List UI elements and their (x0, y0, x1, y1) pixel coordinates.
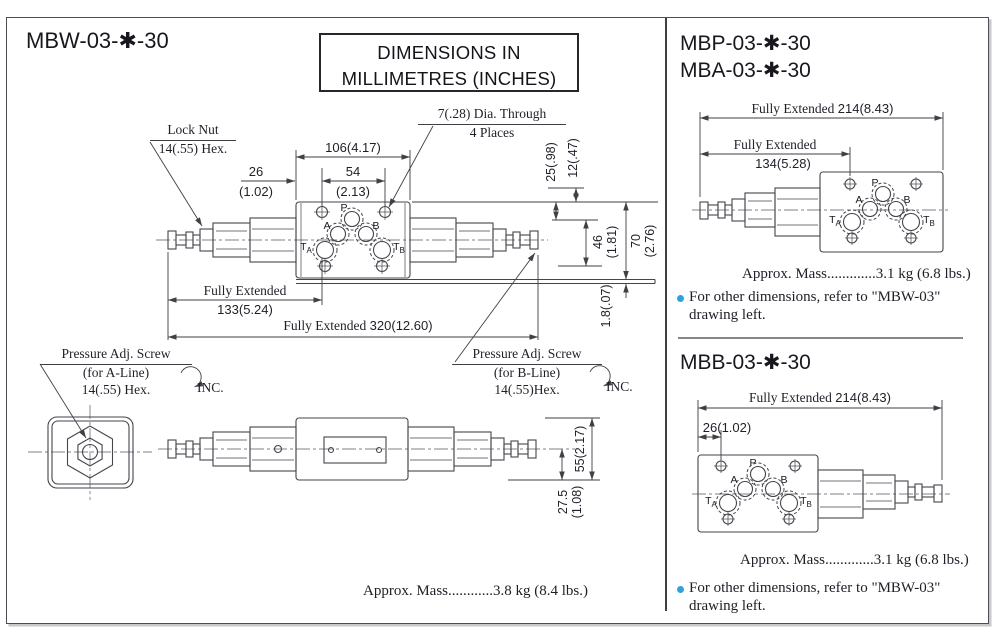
port-label-ta-mbb: TA (705, 495, 717, 509)
dim-27-5-in: (1.08) (570, 485, 584, 519)
dim-26-in: (1.02) (239, 184, 273, 199)
lock-nut-line2: 14(.55) Hex. (158, 140, 228, 156)
mass-note-mbp: Approx. Mass.............3.1 kg (6.8 lbs… (742, 266, 971, 282)
port-label-p-mbp: P (871, 177, 879, 189)
port-ta-sub-mbb: A (711, 500, 717, 510)
note-mbb-line2: drawing left. (689, 598, 766, 614)
port-tb-sub-mbb: B (806, 500, 812, 510)
mbp-drawing (692, 112, 948, 253)
dim-214-value-mbb: 214(8.43) (835, 390, 891, 405)
port-label-tb: TB (393, 241, 405, 255)
dia-through-callout: 7(.28) Dia. Through 4 Places (418, 106, 566, 142)
port-tb-sub-mbp: B (929, 219, 935, 229)
port-ta-t-mbp: T (829, 213, 836, 226)
dim-214-mbb: Fully Extended 214(8.43) (700, 390, 940, 406)
dim-320-value: 320(12.60) (369, 318, 433, 333)
dim-133: 133(5.24) (217, 302, 273, 317)
port-label-a: A (323, 220, 331, 232)
dim-134: 134(5.28) (755, 156, 811, 171)
lock-nut-line1: Lock Nut (150, 122, 236, 141)
dim-214-value-mbp: 214(8.43) (837, 101, 894, 116)
note-mbp-line2: drawing left. (689, 307, 766, 323)
units-note-box: DIMENSIONS IN MILLIMETRES (INCHES) (319, 33, 579, 92)
units-line2: MILLIMETRES (INCHES) (341, 68, 557, 90)
dim-27-5-mm: 27.5 (556, 489, 570, 515)
adj-a-line1: Pressure Adj. Screw (40, 346, 192, 365)
mbw-dimension-lines (39, 125, 658, 439)
column-divider (665, 18, 667, 611)
dim-26: 26 (248, 164, 264, 179)
mbb-drawing (692, 400, 950, 533)
mass-note-mbb: Approx. Mass.............3.1 kg (6.8 lbs… (740, 552, 969, 568)
port-label-p-mbb: P (749, 457, 757, 469)
inc-label-b: INC. (606, 379, 633, 394)
dia-line2: 4 Places (469, 124, 515, 140)
port-label-ta-mbp: TA (829, 214, 841, 228)
dim-70-mm: 70 (629, 234, 643, 248)
port-label-p: P (340, 202, 348, 214)
port-ta-sub-mbp: A (835, 219, 841, 229)
port-label-b-mbb: B (780, 474, 788, 486)
lock-nut-callout: Lock Nut 14(.55) Hex. (150, 122, 236, 158)
adj-b-line3: 14(.55)Hex. (494, 381, 560, 397)
model-title-mbp: MBP-03-✱-30 (680, 32, 811, 55)
adj-screw-a-callout: Pressure Adj. Screw (for A-Line) 14(.55)… (40, 346, 192, 399)
dim-1-8: 1.8(.07) (599, 284, 613, 328)
model-title-mbw: MBW-03-✱-30 (26, 28, 169, 53)
note-bullet-mbp (677, 295, 684, 302)
dim-54: 54 (345, 164, 361, 179)
dim-106: 106(4.17) (325, 140, 381, 155)
dim-214-mbp: Fully Extended 214(8.43) (705, 101, 940, 117)
note-mbb-line1: For other dimensions, refer to "MBW-03" (689, 580, 941, 596)
fully-extended-label-320: Fully Extended (283, 318, 367, 333)
dia-line1: 7(.28) Dia. Through (418, 106, 566, 125)
units-line1: DIMENSIONS IN (377, 42, 521, 63)
adj-a-line2: (for A-Line) (82, 364, 150, 380)
inc-label-a: INC. (197, 380, 224, 395)
dim-70: 70 (2.76) (629, 225, 657, 258)
fully-extended-label-214-mbb: Fully Extended (749, 390, 832, 405)
model-title-mba: MBA-03-✱-30 (680, 59, 811, 82)
adj-b-line1: Pressure Adj. Screw (452, 346, 602, 365)
port-label-b: B (372, 220, 380, 232)
mbw-main-drawing (156, 201, 656, 285)
dim-46-in: (1.81) (605, 225, 619, 259)
port-tb-sub: B (399, 246, 405, 256)
dim-46-mm: 46 (591, 235, 605, 249)
dim-25: 25(.98) (544, 142, 558, 182)
mbw-side-view (158, 417, 600, 481)
port-tb-t: T (393, 240, 400, 253)
dim-320: Fully Extended 320(12.60) (238, 318, 478, 334)
adj-screw-b-callout: Pressure Adj. Screw (for B-Line) 14(.55)… (452, 346, 602, 399)
port-label-a-mbp: A (855, 194, 863, 206)
mbw-end-view (28, 405, 152, 500)
dim-27-5: 27.5 (1.08) (556, 486, 584, 519)
dim-55: 55(2.17) (573, 425, 587, 473)
port-ta-sub: A (306, 246, 312, 256)
dim-70-in: (2.76) (643, 224, 657, 258)
fully-extended-label-134: Fully Extended (733, 137, 817, 152)
model-title-mbb: MBB-03-✱-30 (680, 351, 811, 374)
dim-54-in: (2.13) (336, 184, 370, 199)
port-label-b-mbp: B (903, 194, 911, 206)
port-label-a-mbb: A (730, 474, 738, 486)
port-label-ta: TA (300, 241, 312, 255)
port-ta-t-mbb: T (705, 494, 712, 507)
mass-note-mbw: Approx. Mass............3.8 kg (8.4 lbs.… (363, 583, 588, 599)
port-ta-t: T (300, 240, 307, 253)
port-label-tb-mbp: TB (923, 214, 935, 228)
dim-12: 12(.47) (566, 138, 580, 178)
adj-a-line3: 14(.55) Hex. (81, 381, 151, 397)
note-bullet-mbb (677, 586, 684, 593)
fully-extended-label-214-mbp: Fully Extended (751, 101, 835, 116)
port-tb-t-mbb: T (800, 494, 807, 507)
fully-extended-label-133: Fully Extended (203, 283, 287, 298)
dim-46: 46 (1.81) (591, 226, 619, 259)
adj-b-line2: (for B-Line) (493, 364, 561, 380)
dim-26-mbb: 26(1.02) (702, 420, 752, 435)
note-mbp-line1: For other dimensions, refer to "MBW-03" (689, 289, 941, 305)
port-tb-t-mbp: T (923, 213, 930, 226)
port-label-tb-mbb: TB (800, 495, 812, 509)
